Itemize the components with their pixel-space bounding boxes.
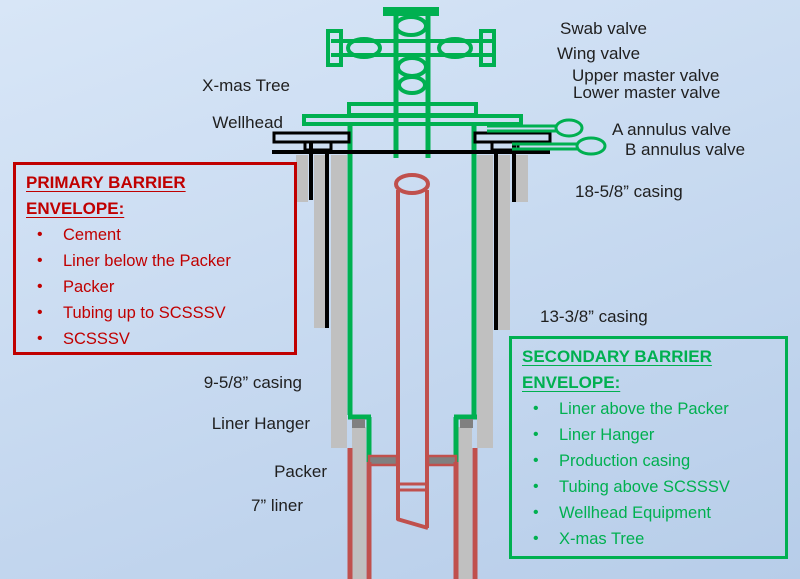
liner-cement-right [458, 427, 472, 579]
list-item: Production casing [522, 448, 777, 474]
wellhead-spool-left [303, 140, 333, 152]
liner-hanger-seal-left [352, 419, 365, 428]
liner-cement-left [352, 427, 366, 579]
list-item: Liner below the Packer [26, 248, 286, 274]
list-item: X-mas Tree [522, 526, 777, 552]
secondary-barrier-title-line2: ENVELOPE: [522, 373, 621, 392]
annulus-b-valve-symbol [575, 136, 607, 156]
wing-arm-cap-right [479, 29, 496, 67]
list-item: Liner above the Packer [522, 396, 777, 422]
lower-master-valve-symbol [397, 75, 427, 95]
wing-arm-cap-left [326, 29, 343, 67]
tree-upper-flange [347, 102, 478, 117]
annulus-outlets [487, 118, 607, 156]
cement-13-left [314, 155, 326, 328]
cement-9-right [477, 155, 493, 448]
list-item: Tubing above SCSSSV [522, 474, 777, 500]
scsssv-symbol [394, 173, 430, 195]
list-item: Tubing up to SCSSSV [26, 300, 286, 326]
cement-18-left [296, 155, 308, 202]
label-b-annulus-valve: B annulus valve [625, 140, 746, 159]
list-item: Wellhead Equipment [522, 500, 777, 526]
label-wellhead: Wellhead [212, 113, 283, 132]
annulus-a-valve-symbol [554, 118, 584, 138]
liner-hanger-symbol [348, 414, 477, 462]
list-item: Liner Hanger [522, 422, 777, 448]
label-9-casing: 9-5/8” casing [203, 373, 302, 392]
list-item: SCSSSV [26, 326, 286, 352]
liner-hanger-seal-right [460, 419, 473, 428]
label-packer: Packer [274, 462, 327, 481]
label-wing-valve: Wing valve [557, 44, 641, 63]
tree-top-cap [383, 7, 439, 16]
label-liner-hanger: Liner Hanger [211, 414, 310, 433]
tree-lower-flange [302, 114, 523, 126]
cement-9-left [331, 155, 347, 448]
cement-13-right [497, 155, 510, 330]
primary-barrier-list: Cement Liner below the Packer Packer Tub… [26, 222, 286, 352]
secondary-barrier-box: SECONDARY BARRIER ENVELOPE: Liner above … [509, 336, 788, 559]
upper-master-valve-symbol [396, 56, 428, 78]
list-item: Cement [26, 222, 286, 248]
wing-valve-symbol-right [437, 37, 473, 59]
label-lower-master-valve: Lower master valve [573, 83, 721, 102]
primary-barrier-title-line1: PRIMARY BARRIER [26, 173, 186, 192]
secondary-barrier-title-line1: SECONDARY BARRIER [522, 347, 712, 366]
label-7-liner: 7” liner [251, 496, 303, 515]
wireline-entry-guide [396, 517, 429, 530]
primary-barrier-title-line2: ENVELOPE: [26, 199, 125, 218]
label-a-annulus-valve: A annulus valve [612, 120, 732, 139]
label-upper-master-valve: Upper master valve [572, 66, 720, 85]
primary-tubing-liner [347, 173, 478, 579]
cement-18-right [515, 155, 528, 202]
packer-seal-right [426, 454, 458, 467]
list-item: Packer [26, 274, 286, 300]
label-13-casing: 13-3/8” casing [540, 307, 648, 326]
label-swab-valve: Swab valve [560, 19, 647, 38]
primary-barrier-box: PRIMARY BARRIER ENVELOPE: Cement Liner b… [13, 162, 297, 355]
wellhead-structure [272, 131, 552, 330]
xmas-tree [302, 7, 523, 415]
primary-barrier-title: PRIMARY BARRIER ENVELOPE: [26, 170, 286, 222]
label-18-casing: 18-5/8” casing [575, 182, 683, 201]
swab-valve-symbol [394, 15, 428, 37]
wing-valve-symbol-left [346, 37, 382, 59]
label-xmas-tree: X-mas Tree [202, 76, 290, 95]
packer-seal-left [367, 454, 399, 467]
secondary-barrier-title: SECONDARY BARRIER ENVELOPE: [522, 344, 777, 396]
secondary-barrier-list: Liner above the Packer Liner Hanger Prod… [522, 396, 777, 552]
